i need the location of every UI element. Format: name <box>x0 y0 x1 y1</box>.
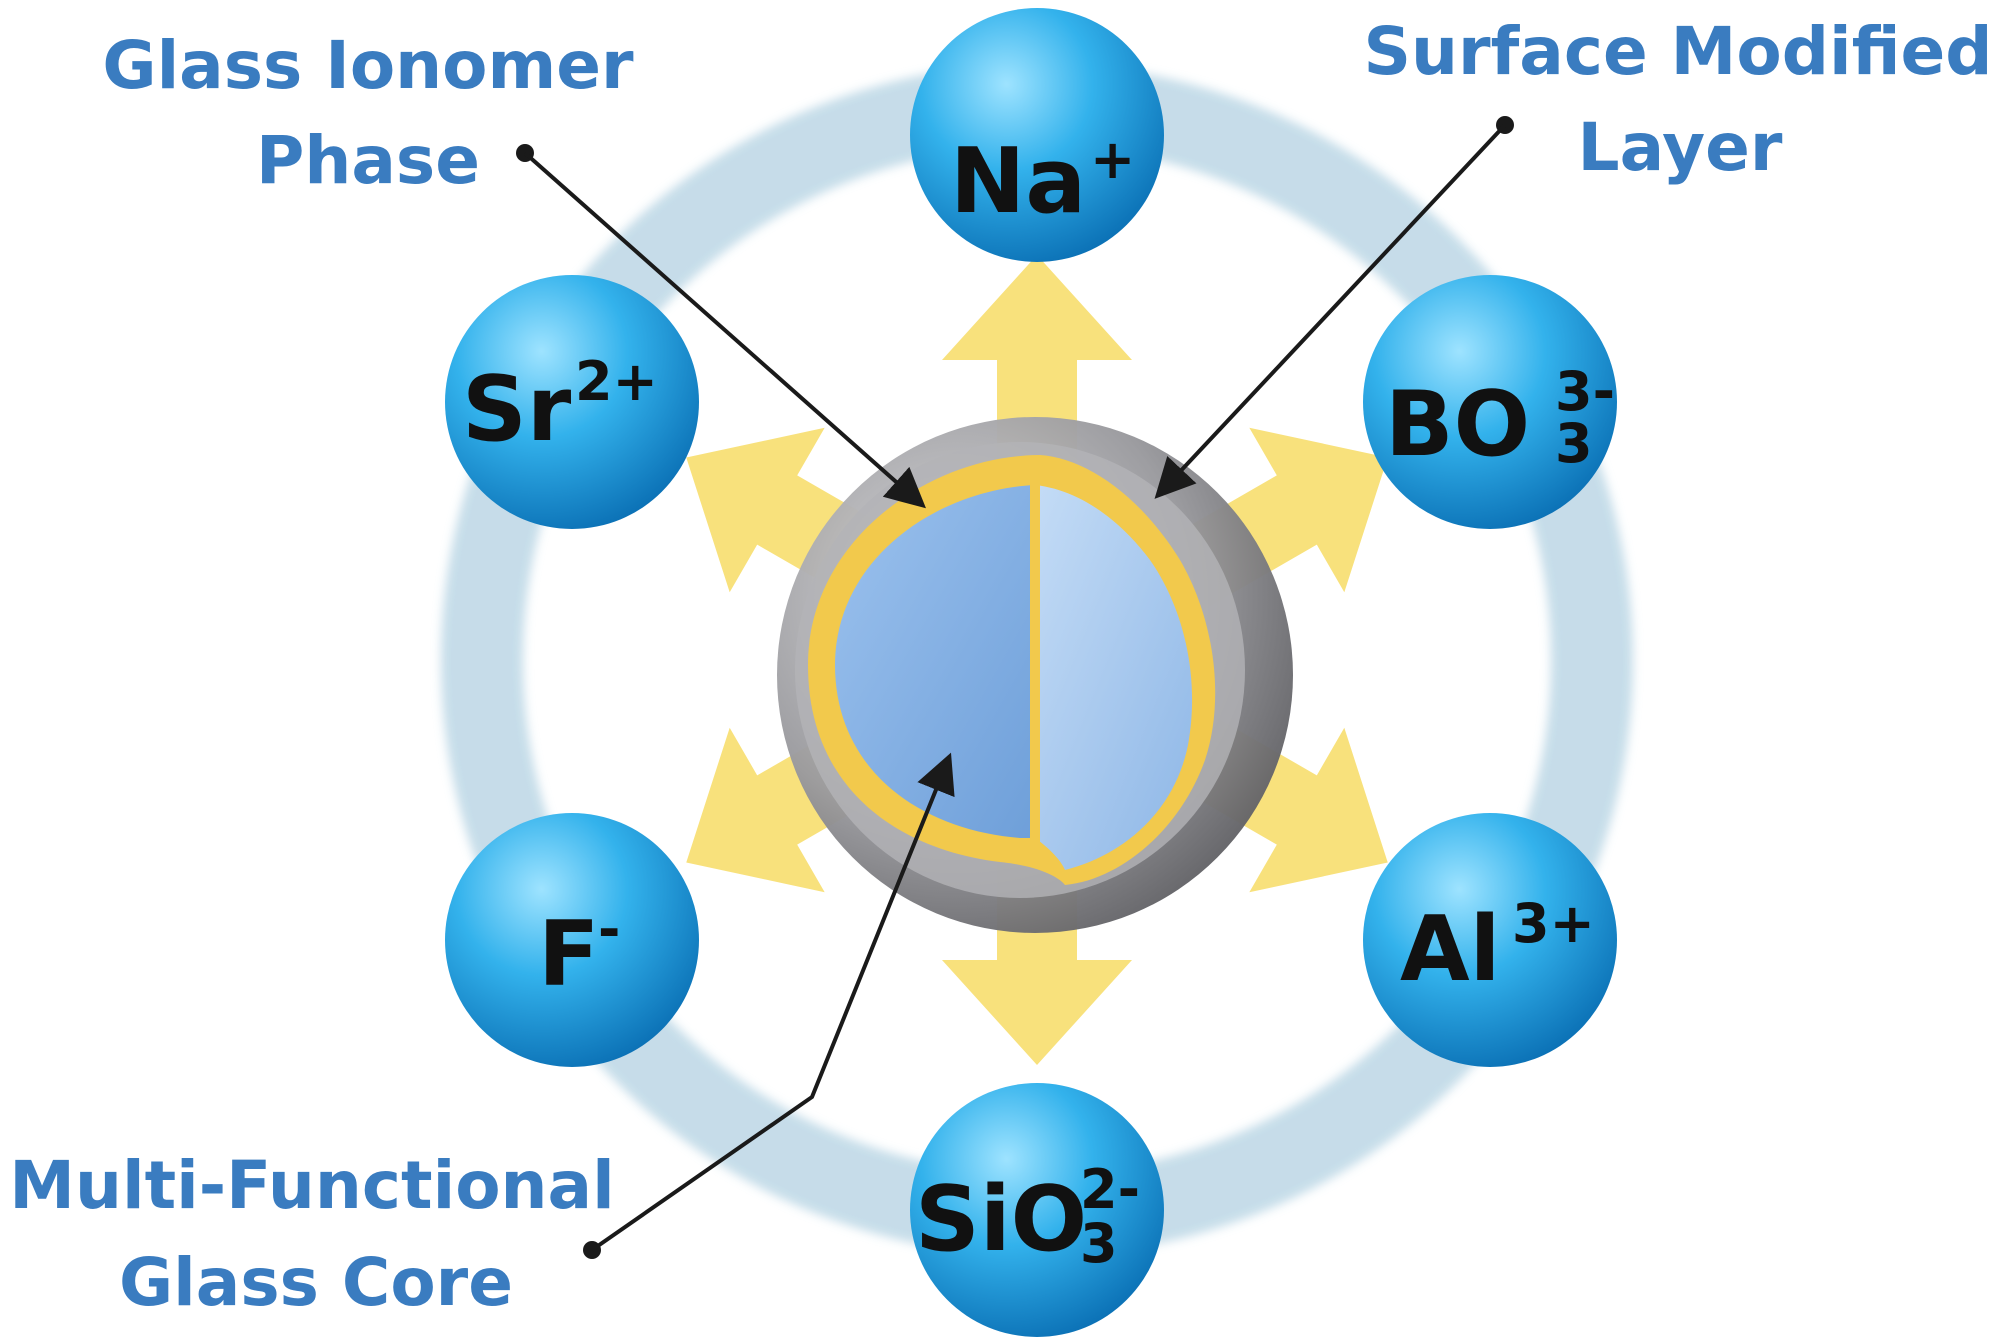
ion-f: F - <box>445 813 699 1067</box>
ion-symbol: Na <box>950 129 1086 234</box>
ion-al: Al 3+ <box>1363 813 1617 1067</box>
ion-charge: 3+ <box>1512 892 1595 955</box>
callout-line: Surface Modified <box>1364 13 1993 90</box>
ion-na: Na + <box>910 8 1164 262</box>
glass-core-left <box>835 485 1035 838</box>
ion-sphere <box>910 8 1164 262</box>
ion-subscript: 3 <box>1555 412 1593 475</box>
callout-core: Multi-Functional Glass Core <box>9 1147 614 1321</box>
ion-symbol: Al <box>1400 897 1501 1002</box>
glass-core-right <box>1035 485 1193 870</box>
leader-glass-ionomer <box>516 144 926 509</box>
ion-sr: Sr 2+ <box>445 275 699 529</box>
ion-symbol: F <box>538 902 599 1007</box>
ion-symbol: BO <box>1385 372 1530 477</box>
ion-charge: 2+ <box>575 350 658 413</box>
leader-core <box>583 752 955 1259</box>
ion-symbol: SiO <box>915 1167 1087 1272</box>
ion-symbol: Sr <box>462 357 572 462</box>
callout-line: Glass Ionomer <box>102 27 634 104</box>
callout-line: Glass Core <box>119 1244 513 1321</box>
callout-line: Layer <box>1578 109 1783 186</box>
ion-sphere <box>445 275 699 529</box>
ion-sio3: SiO 2- 3 <box>910 1083 1164 1337</box>
callout-glass-ionomer: Glass Ionomer Phase <box>102 27 634 199</box>
leader-lines <box>516 116 1514 1259</box>
ion-charge: 3- <box>1555 360 1615 423</box>
callout-surface-modified: Surface Modified Layer <box>1364 13 1993 186</box>
ion-charge: + <box>1090 128 1135 191</box>
ion-sphere <box>910 1083 1164 1337</box>
leader-surface-modified <box>1154 116 1514 499</box>
callout-line: Multi-Functional <box>9 1147 614 1224</box>
ion-sphere <box>445 813 699 1067</box>
ion-sphere <box>1363 275 1617 529</box>
ion-sphere <box>1363 813 1617 1067</box>
ion-charge: - <box>598 898 620 961</box>
ion-charge: 2- <box>1080 1158 1140 1221</box>
ion-bo3: BO 3- 3 <box>1363 275 1617 529</box>
ion-subscript: 3 <box>1080 1212 1118 1275</box>
callout-line: Phase <box>256 122 480 199</box>
glass-particle <box>777 417 1293 933</box>
